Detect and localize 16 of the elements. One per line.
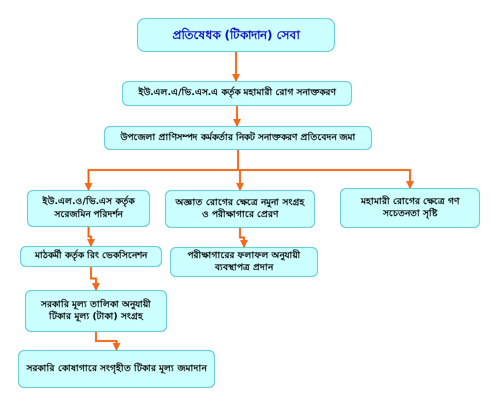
arrow xyxy=(87,227,95,247)
arrow xyxy=(232,52,240,82)
process-box: সরকারি মূল্য তালিকা অনুযায়ী টিকার মূল্য (টাকা) সংগ্রহ xyxy=(25,290,167,332)
arrow xyxy=(233,106,241,127)
process-box: ইউ.এল.এ/ভি.এস.এ কর্তৃক মহামারী রোগ সনাক্তকরণ xyxy=(122,81,352,106)
arrow xyxy=(90,267,100,291)
title-box: প্রতিষেধক (টিকাদান) সেবা xyxy=(137,18,335,52)
process-box: অজ্ঞাত রোগের ক্ষেত্রে নমুনা সংগ্রহ ও পরীক্ষাগারে প্রেরণ xyxy=(165,190,315,228)
process-box: মহামারী রোগের ক্ষেত্রে গণ সচেতনতা সৃষ্টি xyxy=(340,188,480,228)
arrow xyxy=(239,228,248,248)
process-box: মাঠকর্মী কর্তৃক রিং ভেকসিনেশন xyxy=(20,246,162,267)
process-box: ইউ.এল.ও/ভি.এস কর্তৃক সরেজমিন পরিদর্শন xyxy=(27,190,150,227)
process-box: পরীক্ষাগারের ফলাফল অনুযায়ী ব্যবস্থাপত্র প্রদান xyxy=(170,247,318,277)
arrow xyxy=(95,332,120,351)
process-box: সরকারি কোষাগারে সংগৃহীত টিকার মূল্য জমাদান xyxy=(18,350,215,388)
process-box: উপজেলা প্রাণিসম্পদ কর্মকর্তার নিকট সনাক্তকরণ প্রতিবেদন জমা xyxy=(104,126,372,150)
